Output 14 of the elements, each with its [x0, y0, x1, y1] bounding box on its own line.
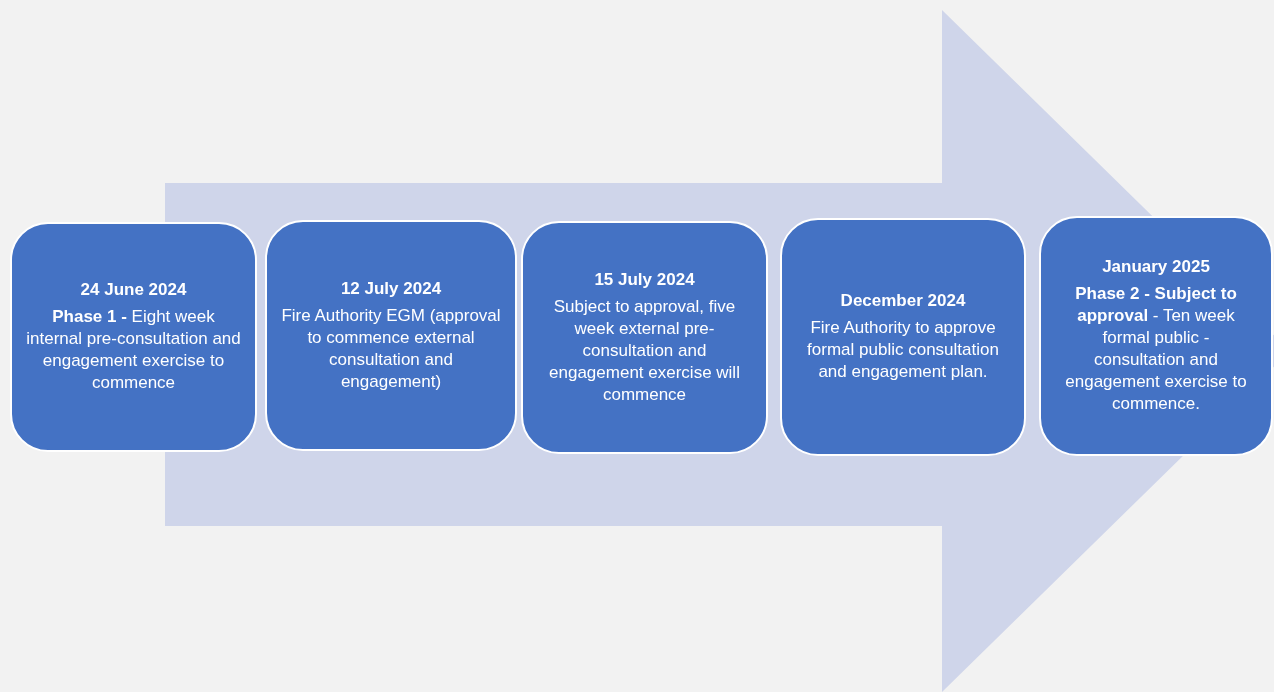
date-heading: December 2024 — [840, 291, 966, 311]
date-heading: 12 July 2024 — [340, 278, 442, 299]
milestone-description: Phase 1 - Eight week internal pre-consultation and engagement exercise to commence — [26, 306, 241, 394]
milestone-description: Subject to approval, five week external pre-consultation and engagement exercise will commence — [548, 295, 741, 406]
date-heading: 24 June 2024 — [80, 280, 187, 300]
milestone-card — [265, 220, 517, 451]
milestone-description: Phase 2 - Subject to approval - Ten week formal public - consultation and engagement exercise to commence. — [1064, 283, 1248, 415]
milestone-card — [780, 218, 1026, 456]
milestone-description: Fire Authority EGM (approval to commence external consultation and engagement) — [281, 304, 501, 393]
date-heading: 15 July 2024 — [594, 269, 695, 290]
milestone-card — [10, 222, 257, 452]
milestone-description: Fire Authority to approve formal public consultation and engagement plan. — [806, 317, 1000, 383]
date-heading: January 2025 — [1102, 257, 1210, 277]
milestone-card — [521, 221, 768, 454]
